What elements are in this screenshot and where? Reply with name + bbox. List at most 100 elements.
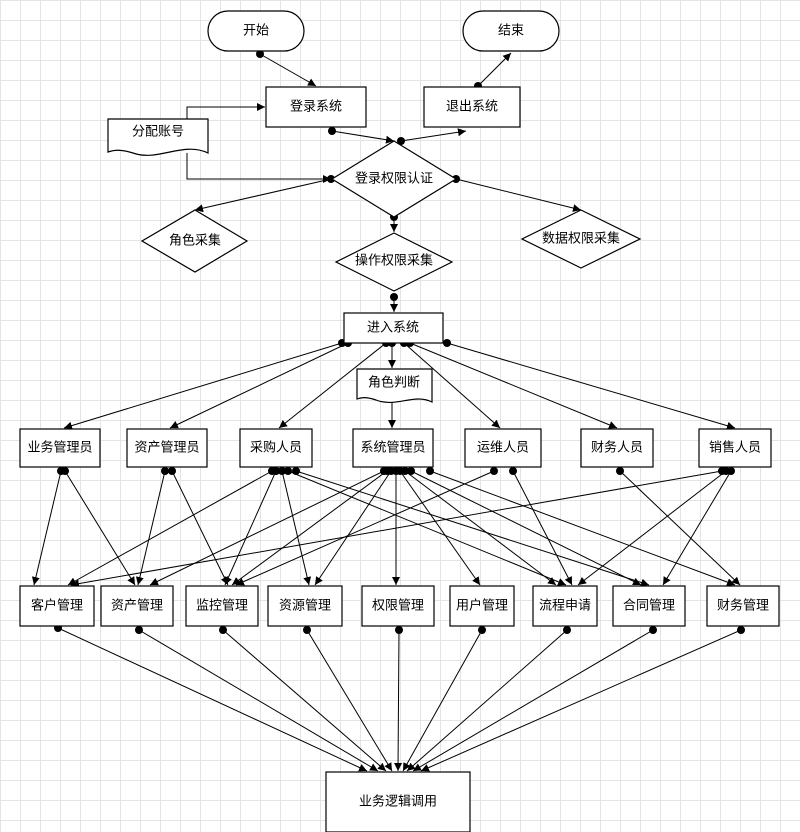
role-ops-box: 运维人员 [464, 428, 542, 468]
enter-system-box: 进入系统 [343, 312, 444, 344]
mod-asset-box: 资产管理 [100, 585, 174, 627]
mod-user-label: 用户管理 [456, 598, 508, 614]
role-biz-admin-box: 业务管理员 [19, 428, 101, 468]
edge-contract-logic [412, 629, 654, 772]
edge-purch-contract [295, 470, 650, 587]
edge-ops-monitor-start-dot [490, 467, 498, 475]
mod-workflow-box: 流程申请 [532, 585, 598, 627]
edge-fin-finance-start-dot [616, 467, 624, 475]
edge-layer [31, 50, 745, 772]
role-judge-label: 角色判断 [368, 375, 420, 391]
mod-workflow-label: 流程申请 [539, 599, 591, 614]
edge-purch-resource-start-dot [278, 467, 286, 475]
edge-permission-logic [394, 629, 403, 772]
mod-monitor-box: 监控管理 [185, 585, 259, 627]
edge-start-login [259, 53, 317, 87]
role-collect-decision: 角色采集 [140, 209, 249, 273]
mod-monitor-label: 监控管理 [196, 599, 248, 614]
edge-purch-monitor [224, 470, 277, 586]
edge-sys-user [399, 470, 481, 586]
edge-resource-logic [306, 629, 393, 772]
edge-start-login-start-dot [256, 50, 264, 58]
edge-resource-logic-start-dot [303, 626, 311, 634]
edge-enter-bizadmin [63, 342, 343, 430]
edge-purch-resource [281, 470, 312, 586]
start-label: 开始 [243, 24, 269, 39]
end-terminator: 结束 [462, 10, 560, 52]
edge-auth-logout-start-dot [397, 137, 405, 145]
mod-contract-box: 合同管理 [612, 585, 686, 627]
role-asset-admin-label: 资产管理员 [134, 441, 199, 456]
mod-customer-box: 客户管理 [19, 585, 95, 627]
edge-assetadmin-asset [135, 470, 166, 586]
edge-ops-workflow-start-dot [509, 467, 517, 475]
edge-ops-monitor [235, 470, 495, 586]
role-sales-box: 销售人员 [698, 428, 772, 468]
edge-sys-monitor [231, 470, 388, 586]
edge-assetadmin-monitor [171, 470, 229, 586]
edge-login-auth [331, 130, 395, 144]
edge-purch-customer [67, 470, 273, 586]
edge-purch-workflow [287, 470, 567, 586]
data-perm-collect-label: 数据权限采集 [542, 231, 620, 247]
edge-sys-contract [410, 470, 642, 586]
role-biz-admin-label: 业务管理员 [27, 440, 92, 456]
mod-resource-label: 资源管理 [279, 599, 331, 614]
edge-sys-asset [149, 470, 385, 586]
edge-workflow-logic-start-dot [563, 626, 571, 634]
role-collect-label: 角色采集 [169, 233, 221, 249]
edge-sys-finance [429, 470, 736, 586]
edge-account-auth [186, 153, 331, 183]
edge-sales-customer [70, 470, 723, 588]
edge-contract-logic-start-dot [649, 626, 657, 634]
edge-enter-sales [446, 342, 736, 430]
role-asset-admin-box: 资产管理员 [126, 428, 208, 468]
mod-resource-box: 资源管理 [267, 585, 343, 627]
edge-finance-logic-start-dot [737, 626, 745, 634]
business-logic-box: 业务逻辑调用 [325, 771, 471, 832]
edge-auth-logout [400, 128, 467, 142]
edge-monitor-logic [222, 629, 387, 772]
edge-customer-logic [57, 627, 368, 772]
mod-finance-label: 财务管理 [717, 598, 769, 614]
edge-purch-contract-start-dot [292, 467, 300, 475]
edge-user-logic-start-dot [478, 626, 486, 634]
edge-sales-workflow [577, 470, 727, 586]
edge-enter-assetadmin [169, 342, 349, 429]
mod-contract-label: 合同管理 [623, 599, 675, 614]
logout-label: 退出系统 [446, 100, 498, 115]
edge-assetadmin-monitor-start-dot [168, 467, 176, 475]
edge-biz-customer [31, 470, 62, 586]
edge-login-auth-start-dot [328, 127, 336, 135]
edge-auth-datacollect [455, 178, 582, 212]
auth-decision: 登录权限认证 [330, 140, 458, 218]
edge-ops-workflow [512, 470, 573, 586]
edge-purch-monitor-start-dot [272, 467, 280, 475]
mod-user-box: 用户管理 [449, 585, 515, 627]
role-judge-document: 角色判断 [356, 368, 433, 404]
mod-permission-box: 权限管理 [361, 585, 435, 627]
mod-finance-box: 财务管理 [706, 585, 780, 627]
business-logic-label: 业务逻辑调用 [359, 794, 437, 810]
edge-logout-end [477, 52, 512, 87]
role-sales-label: 销售人员 [709, 440, 761, 456]
role-purchaser-label: 采购人员 [250, 440, 302, 456]
enter-system-label: 进入系统 [367, 321, 419, 336]
edge-monitor-logic-start-dot [219, 626, 227, 634]
assign-account-label: 分配账号 [132, 125, 184, 140]
edge-biz-asset-start-dot [61, 467, 69, 475]
edge-biz-asset [64, 470, 136, 586]
edge-sys-resource [314, 470, 392, 586]
op-perm-collect-decision: 操作权限采集 [334, 232, 454, 292]
edge-enter-finance [409, 342, 618, 429]
mod-permission-label: 权限管理 [372, 598, 424, 614]
role-finance-box: 财务人员 [580, 428, 654, 468]
edge-asset-logic-start-dot [135, 626, 143, 634]
data-perm-collect-decision: 数据权限采集 [520, 209, 642, 269]
role-finance-label: 财务人员 [591, 440, 643, 456]
mod-customer-label: 客户管理 [31, 598, 83, 614]
role-sys-admin-label: 系统管理员 [360, 441, 425, 456]
login-label: 登录系统 [290, 100, 342, 115]
mod-asset-label: 资产管理 [111, 599, 163, 614]
edge-sys-workflow [404, 470, 557, 586]
